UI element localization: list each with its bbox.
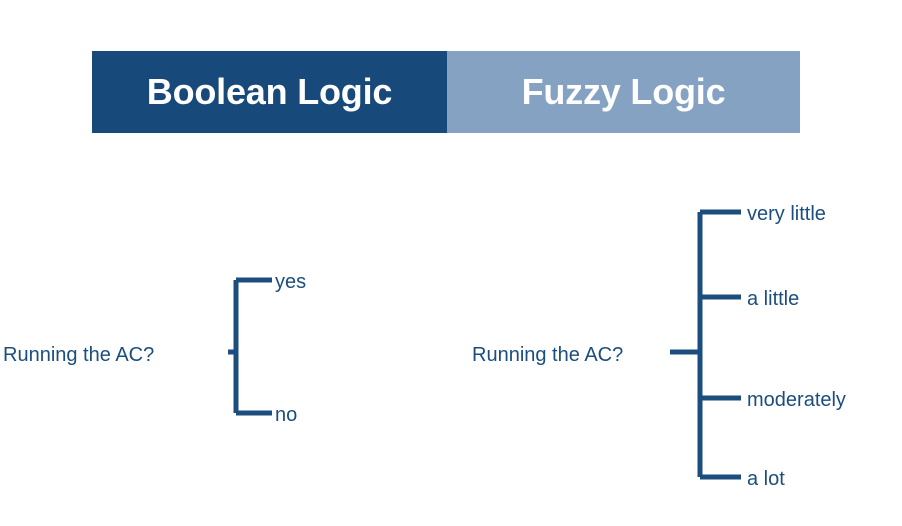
tab-boolean-logic[interactable]: Boolean Logic	[92, 51, 447, 133]
boolean-branch-label-no: no	[275, 404, 298, 426]
fuzzy-root-label: Running the AC?	[472, 344, 624, 366]
boolean-logic-tree: Running the AC? yes no	[0, 180, 440, 500]
boolean-tree-connectors	[228, 277, 272, 416]
boolean-root-label: Running the AC?	[3, 344, 155, 366]
fuzzy-tree-connectors	[670, 209, 741, 480]
fuzzy-logic-tree: Running the AC? very little a little mod…	[460, 180, 902, 510]
boolean-branch-label-yes: yes	[275, 271, 307, 293]
fuzzy-branch-label-moderately: moderately	[747, 389, 846, 411]
tab-fuzzy-logic-label: Fuzzy Logic	[521, 71, 726, 112]
fuzzy-branch-label-a-little: a little	[747, 288, 800, 310]
logic-type-tab-bar: Boolean Logic Fuzzy Logic	[92, 51, 800, 133]
tab-boolean-logic-label: Boolean Logic	[146, 71, 393, 112]
tab-fuzzy-logic[interactable]: Fuzzy Logic	[447, 51, 800, 133]
fuzzy-branch-label-a-lot: a lot	[747, 468, 785, 490]
fuzzy-branch-label-very-little: very little	[747, 203, 826, 225]
